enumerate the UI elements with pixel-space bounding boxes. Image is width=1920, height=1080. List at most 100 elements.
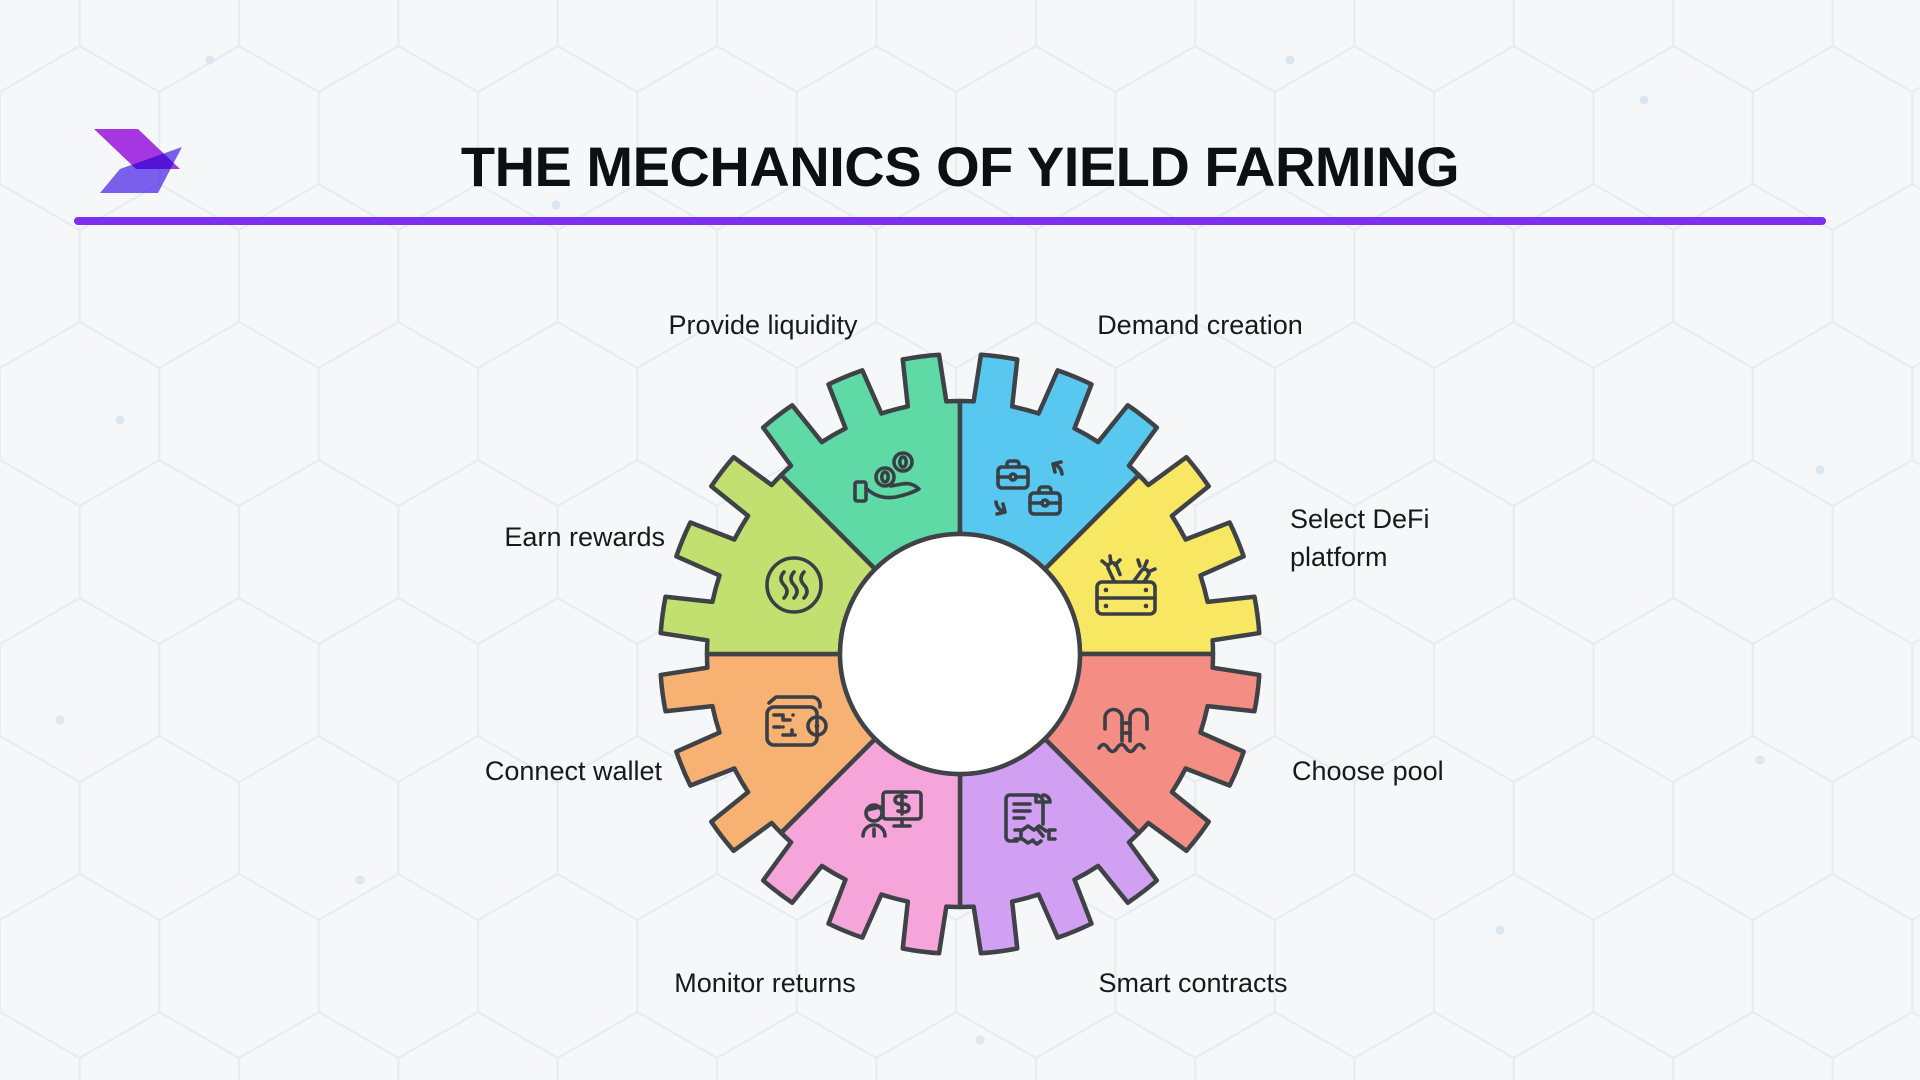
hexagon-tile [1353, 1010, 1515, 1080]
hexagon-tile [1353, 182, 1515, 370]
hexagon-tile [1672, 182, 1834, 370]
step-label-earn-rewards: Earn rewards [504, 522, 665, 552]
hexagon-tile [158, 320, 320, 508]
hexagon-tile [317, 596, 480, 784]
hexagon-tile [238, 1010, 400, 1080]
pattern-dot [1639, 95, 1649, 105]
pattern-dot [355, 875, 365, 885]
step-label-choose-pool: Choose pool [1292, 756, 1444, 786]
hexagon-tile [716, 0, 878, 94]
hexagon-tile [0, 320, 161, 508]
hexagon-tile [1433, 872, 1595, 1060]
pattern-dot [1755, 755, 1765, 765]
hexagon-tile [317, 872, 480, 1060]
step-label-provide-liquidity: Provide liquidity [668, 310, 858, 340]
pattern-dot [1495, 925, 1505, 935]
step-label-monitor-returns: Monitor returns [674, 968, 856, 998]
step-label-demand-creation: Demand creation [1097, 310, 1303, 340]
hexagon-tile [875, 0, 1037, 94]
hexagon-tile [0, 182, 81, 370]
hexagon-tile [1911, 914, 1920, 1018]
hexagon-tile [78, 734, 241, 922]
step-label-smart-contracts: Smart contracts [1098, 968, 1288, 998]
hexagon-tile [1194, 1010, 1356, 1080]
hexagon-tile [556, 1010, 719, 1080]
hexagon-tile [1512, 182, 1675, 370]
pattern-dot [205, 55, 215, 65]
harvest-crate-icon [1095, 554, 1157, 616]
hexagon-tile [1911, 638, 1920, 742]
hexagon-tile [1911, 362, 1920, 466]
hexagon-tile [238, 182, 400, 370]
hexagon-tile [1592, 320, 1754, 508]
hexagon-tile [1034, 0, 1197, 94]
hexagon-tile [158, 596, 320, 784]
brand-logo [94, 129, 182, 193]
hexagon-tile [1672, 1010, 1834, 1080]
hexagon-tile [1831, 182, 1920, 370]
hexagon-tile [158, 872, 320, 1060]
pool-ladder-icon [1097, 707, 1149, 754]
hexagon-tile [716, 1010, 878, 1080]
title-underline [74, 217, 1826, 225]
hexagon-tile [0, 596, 161, 784]
hexagon-tile [1592, 872, 1754, 1060]
hexagon-tile [1672, 458, 1834, 646]
hexagon-tile [1672, 734, 1834, 922]
hexagon-tile [1831, 1010, 1920, 1080]
hexagon-tile [1353, 0, 1515, 94]
gear-center-circle [837, 531, 1083, 777]
pattern-dot [551, 200, 561, 210]
hexagon-tile [238, 0, 400, 94]
hexagon-tile [1433, 596, 1595, 784]
hexagon-tile [397, 0, 559, 94]
pattern-dot [1285, 55, 1295, 65]
hexagon-tile [238, 734, 400, 922]
hexagon-tile [238, 458, 400, 646]
hexagon-tile [875, 1010, 1037, 1080]
page-title: THE MECHANICS OF YIELD FARMING [460, 135, 1460, 198]
hexagon-tile [78, 182, 241, 370]
hexagon-tile [1433, 320, 1595, 508]
hexagon-tile [1751, 320, 1914, 508]
hexagon-tile [1512, 0, 1675, 94]
briefcase-exchange-icon [994, 459, 1064, 516]
hexagon-tile [1034, 1010, 1197, 1080]
step-label-select-defi-platform: Select DeFi platform [1290, 504, 1430, 572]
hexagon-tile [317, 320, 480, 508]
hexagon-tile [78, 458, 241, 646]
hexagon-tile [1751, 596, 1914, 784]
hexagon-tile [1831, 0, 1920, 94]
pattern-dot [115, 415, 125, 425]
pattern-dot [975, 1035, 985, 1045]
hexagon-tile [1512, 1010, 1675, 1080]
hexagon-tile [0, 1010, 81, 1080]
hexagon-tile [1831, 458, 1920, 646]
hexagon-tile [0, 872, 161, 1060]
hexagon-tile [0, 458, 81, 646]
hexagon-tile [78, 0, 241, 94]
monitor-dollar-icon [861, 790, 923, 838]
hexagon-tile [1831, 734, 1920, 922]
hexagon-tile [1194, 0, 1356, 94]
hexagon-tile [1911, 86, 1920, 190]
hexagon-tile [556, 0, 719, 94]
pattern-dot [55, 715, 65, 725]
pattern-dot [1815, 465, 1825, 475]
hexagon-tile [0, 734, 81, 922]
step-label-connect-wallet: Connect wallet [484, 756, 662, 786]
hexagon-tile [1672, 0, 1834, 94]
hexagon-tile [78, 1010, 241, 1080]
hexagon-tile [397, 1010, 559, 1080]
hexagon-tile [1512, 734, 1675, 922]
yield-farming-gear-diagram [658, 352, 1262, 956]
hand-coins-icon [853, 451, 921, 503]
hexagon-tile [0, 0, 81, 94]
wallet-icon [765, 695, 828, 747]
hexagon-tile [397, 182, 559, 370]
hexagon-tile [1592, 596, 1754, 784]
hexagon-tile [1751, 872, 1914, 1060]
steam-circle-icon [765, 556, 823, 614]
